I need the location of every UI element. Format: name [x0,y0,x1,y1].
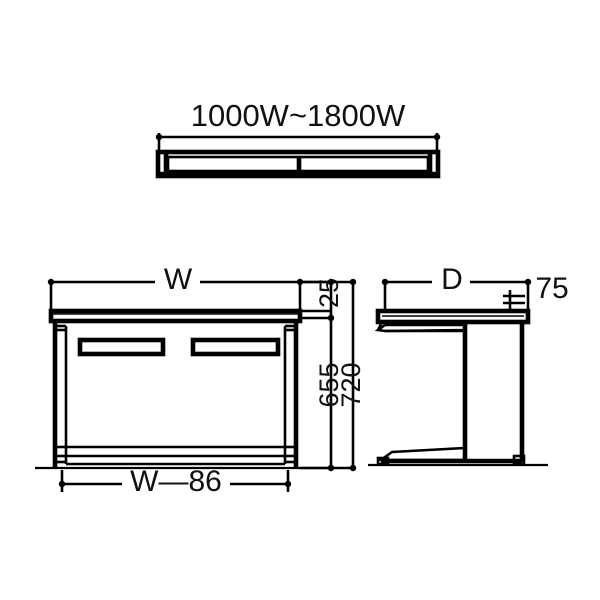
top-view-desktop-outline [155,149,441,179]
apron-offset-dimension: 75 [503,272,569,311]
top-thickness-dimension: 25 [300,278,344,322]
handle-slot-right [190,337,281,357]
width-label: W [164,263,193,296]
overall-height-dimension: 720 [300,278,366,472]
apron-offset-label: 75 [535,272,568,305]
leg-span-label: W—86 [130,465,222,498]
clearance-height-label: 655 [314,362,344,407]
front-view-handle-slots [77,337,281,357]
leg-span-dimension: W—86 [58,465,292,498]
clearance-height-dimension: 655 [300,318,344,472]
depth-label: D [441,263,463,296]
front-view-right-leg [283,321,299,468]
top-view-dimension-line [155,133,441,152]
side-view-underframe [374,323,467,333]
side-view-group: D 75 [368,263,569,467]
front-view-left-leg [52,321,68,468]
side-view-desktop [375,308,531,331]
front-view-desktop [48,308,303,324]
top-view-group: 1000W~1800W [155,98,441,179]
side-view-leg-column [462,322,525,462]
front-view-modesty-panel [66,445,285,466]
side-view-foot [376,446,526,466]
width-dimension: W [47,263,304,315]
handle-slot-left [77,337,166,357]
overall-height-label: 720 [336,362,366,407]
front-view-group: W [35,263,366,498]
width-range-label: 1000W~1800W [191,98,406,133]
depth-dimension: D [381,263,530,313]
